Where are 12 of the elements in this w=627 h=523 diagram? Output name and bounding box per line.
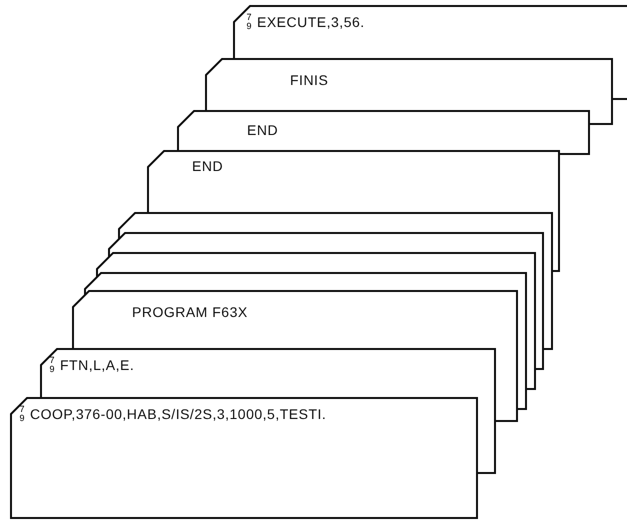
card-text: EXECUTE,3,56.	[257, 14, 365, 30]
punch-code: 7 9	[18, 405, 26, 423]
card-text: COOP,376-00,HAB,S/IS/2S,3,1000,5,TESTI.	[30, 406, 326, 422]
card-text: END	[192, 158, 224, 174]
card-text: FTN,L,A,E.	[60, 357, 134, 373]
card-text: END	[247, 122, 278, 138]
punch-code: 7 9	[48, 356, 56, 374]
punched-card	[177, 110, 590, 155]
punch-code: 7 9	[245, 13, 252, 31]
card-text: PROGRAM F63X	[132, 304, 248, 320]
card-text: FINIS	[290, 72, 328, 88]
punched-card	[10, 397, 478, 519]
